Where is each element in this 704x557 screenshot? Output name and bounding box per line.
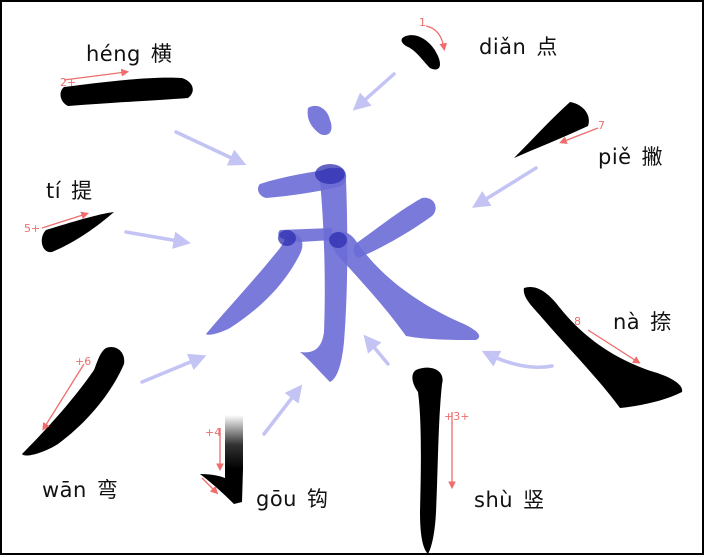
label-wan: wān 弯 xyxy=(42,474,118,504)
stroke-order-arrows xyxy=(41,25,641,495)
pinyin-pie: piě xyxy=(598,145,632,169)
stroke-heng xyxy=(60,77,193,106)
hanzi-shu: 竖 xyxy=(523,488,545,512)
hanzi-gou: 钩 xyxy=(307,487,329,511)
stroke-shu xyxy=(412,367,443,554)
yong-shu-gou xyxy=(300,167,348,382)
pinyin-wan: wān xyxy=(42,478,87,502)
order-number-heng: 2+ xyxy=(60,76,77,89)
stroke-ti xyxy=(41,212,114,253)
pinyin-shu: shù xyxy=(474,488,514,512)
order-number-na: 8 xyxy=(574,315,581,328)
pinyin-heng: héng xyxy=(86,42,141,66)
stroke-gou xyxy=(200,415,243,504)
order-number-wan: +6 xyxy=(75,355,92,368)
pinyin-gou: gōu xyxy=(256,487,297,511)
pinyin-ti: tí xyxy=(46,179,62,203)
hanzi-pie: 撇 xyxy=(641,145,664,169)
pinyin-na: nà xyxy=(613,310,641,334)
label-gou: gōu 钩 xyxy=(256,483,329,513)
yong-na xyxy=(330,231,480,340)
pointer-arrows xyxy=(124,72,554,436)
label-pie: piě 撇 xyxy=(598,141,663,171)
order-number-pie: 7 xyxy=(598,119,605,132)
yong-pie-left xyxy=(206,233,303,335)
hanzi-dian: 点 xyxy=(536,35,558,59)
order-number-shu: +3+ xyxy=(444,410,470,423)
stroke-wan xyxy=(22,346,125,456)
stroke-dian xyxy=(401,35,441,70)
label-heng: héng 横 xyxy=(86,38,172,68)
order-number-gou: +4 xyxy=(205,426,222,439)
label-shu: shù 竖 xyxy=(474,484,545,514)
hanzi-wan: 弯 xyxy=(96,478,119,502)
hanzi-heng: 横 xyxy=(150,42,173,66)
pinyin-dian: diǎn xyxy=(479,35,527,59)
label-na: nà 捺 xyxy=(613,306,672,336)
stroke-pie xyxy=(514,102,589,158)
yong-pie-right xyxy=(353,197,436,258)
central-yong-overlaps xyxy=(278,164,347,248)
label-ti: tí 提 xyxy=(46,175,93,205)
order-number-dian: 1 xyxy=(419,16,426,29)
label-dian: diǎn 点 xyxy=(479,31,558,61)
order-number-ti: 5+ xyxy=(24,222,41,235)
hanzi-ti: 提 xyxy=(71,179,93,203)
yong-dian xyxy=(307,105,332,136)
stroke-na xyxy=(523,286,683,408)
hanzi-na: 捺 xyxy=(650,310,672,334)
